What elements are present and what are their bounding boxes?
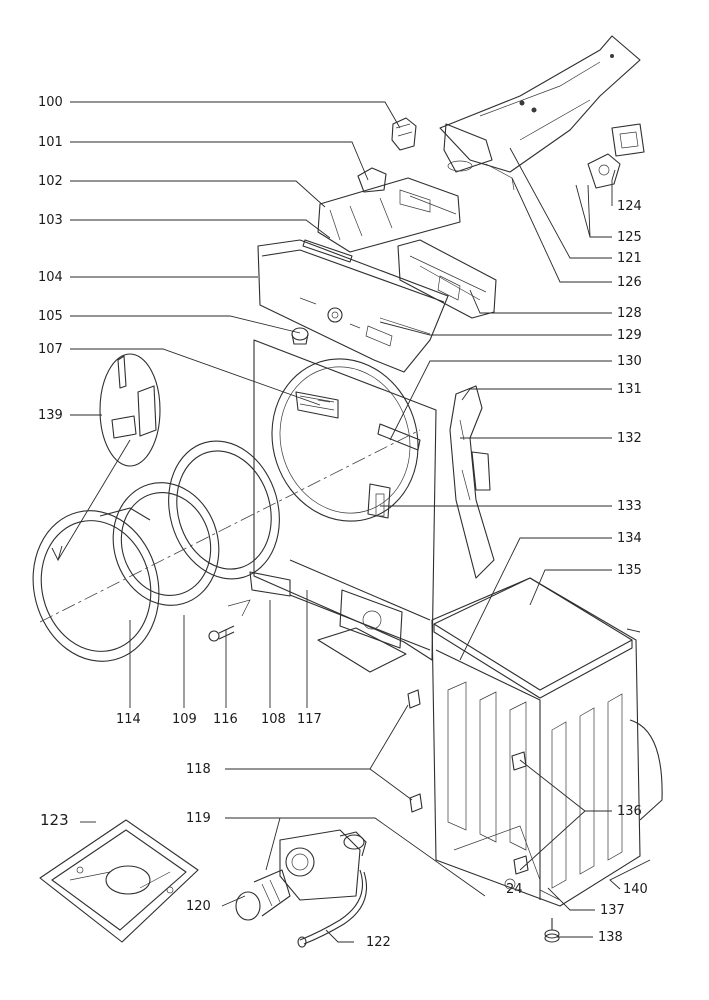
callout-121: 121 [617, 251, 642, 266]
part-123-base-tray [39, 819, 199, 943]
part-129-panel-rim [379, 317, 431, 335]
part-116-screw [208, 599, 251, 642]
callout-120: 120 [186, 899, 211, 914]
callout-138: 138 [598, 930, 623, 945]
part-118-clips [407, 689, 423, 813]
callout-102: 102 [38, 174, 63, 189]
callout-134: 134 [617, 531, 642, 546]
part-130-front-panel [253, 339, 437, 661]
callout-136: 136 [617, 804, 642, 819]
part-121-top-housing [439, 35, 641, 173]
callout-100: 100 [38, 95, 63, 110]
callout-125: 125 [617, 230, 642, 245]
callout-126: 126 [617, 275, 642, 290]
part-124-connector-plate [611, 123, 645, 157]
part-103-strip [302, 239, 353, 263]
part-137-base-edge [539, 889, 561, 901]
callout-101: 101 [38, 135, 63, 150]
part-122-hose [297, 869, 368, 948]
callout-117: 117 [297, 712, 322, 727]
callout-122: 122 [366, 935, 391, 950]
part-139-hinge-detail [99, 353, 161, 467]
callout-128: 128 [617, 306, 642, 321]
callout-123: 123 [40, 811, 69, 829]
callout-124: 124 [617, 199, 642, 214]
callout-119: 119 [186, 811, 211, 826]
part-105-knob [291, 327, 309, 345]
part-117-service-flap [317, 589, 407, 673]
callout-131: 131 [617, 382, 642, 397]
callout-137: 137 [600, 903, 625, 918]
callout-116: 116 [213, 712, 238, 727]
part-128-programmer [397, 239, 497, 319]
callout-103: 103 [38, 213, 63, 228]
part-104-control-panel [257, 239, 449, 373]
leader-lines [51, 101, 651, 943]
part-131-side-rail [449, 385, 495, 579]
callout-129: 129 [617, 328, 642, 343]
part-108-inner-ring [168, 440, 291, 597]
callout-107: 107 [38, 342, 63, 357]
callout-109: 109 [172, 712, 197, 727]
part-102-detergent-drawer [317, 177, 461, 253]
callout-labels: 100 101 102 103 104 105 107 139 114 109 … [38, 95, 648, 950]
callout-139: 139 [38, 408, 63, 423]
part-138-foot [544, 918, 560, 943]
part-119-pump [279, 829, 367, 901]
part-140-side-cover [629, 719, 663, 821]
part-114-door-ring [32, 507, 160, 662]
callout-105: 105 [38, 309, 63, 324]
part-136-clips [511, 751, 529, 875]
part-135-top-lid [433, 577, 633, 699]
part-100-handle [391, 117, 417, 151]
part-126-shroud [485, 163, 515, 191]
part-134-cabinet [431, 577, 641, 907]
part-101-lever [357, 167, 387, 193]
part-133-latch [375, 493, 385, 517]
callout-118: 118 [186, 762, 211, 777]
callout-135: 135 [617, 563, 642, 578]
door-axis-line [39, 429, 421, 623]
callout-132: 132 [617, 431, 642, 446]
part-120-filter [235, 869, 291, 921]
part-132-bracket [471, 451, 491, 491]
callout-140: 140 [623, 882, 648, 897]
callout-114: 114 [116, 712, 141, 727]
part-109-door-glass [112, 482, 220, 606]
callout-104: 104 [38, 270, 63, 285]
callout-108: 108 [261, 712, 286, 727]
part-125-valve [587, 153, 621, 189]
callout-130: 130 [617, 354, 642, 369]
part-107-door-lock [317, 399, 331, 403]
callout-133: 133 [617, 499, 642, 514]
